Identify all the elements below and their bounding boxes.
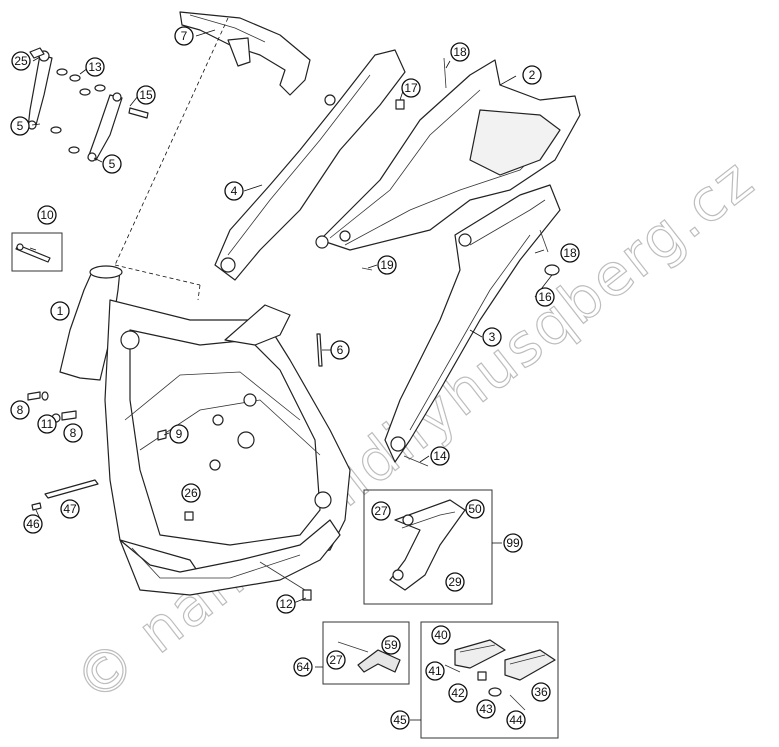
svg-text:18: 18 <box>453 45 467 59</box>
svg-text:46: 46 <box>26 517 40 531</box>
engine-mount-brackets <box>27 47 149 162</box>
svg-text:25: 25 <box>14 54 28 68</box>
callout-10: 10 <box>37 205 57 225</box>
callout-7: 7 <box>174 26 194 46</box>
svg-text:43: 43 <box>479 702 493 716</box>
callout-59: 59 <box>381 635 401 655</box>
callout-36: 36 <box>531 682 551 702</box>
callout-4: 4 <box>224 181 244 201</box>
svg-text:6: 6 <box>337 343 344 357</box>
svg-text:4: 4 <box>231 184 238 198</box>
svg-text:14: 14 <box>433 449 447 463</box>
callout-3: 3 <box>482 327 502 347</box>
callout-17: 17 <box>401 78 421 98</box>
svg-text:26: 26 <box>184 486 198 500</box>
main-frame <box>59 265 351 596</box>
svg-text:41: 41 <box>428 664 442 678</box>
part-10-box <box>11 232 63 272</box>
frame-side-plate-left <box>214 49 406 281</box>
callout-18a: 18 <box>450 42 470 62</box>
svg-text:27: 27 <box>374 504 388 518</box>
frame-side-plate-right <box>384 184 561 463</box>
svg-text:27: 27 <box>329 653 343 667</box>
callout-8a: 8 <box>10 400 30 420</box>
svg-text:99: 99 <box>506 536 520 550</box>
svg-text:13: 13 <box>88 60 102 74</box>
callout-9: 9 <box>169 424 189 444</box>
svg-text:17: 17 <box>404 81 418 95</box>
callout-15: 15 <box>136 85 156 105</box>
svg-text:45: 45 <box>393 713 407 727</box>
svg-text:15: 15 <box>139 88 153 102</box>
callout-2: 2 <box>522 65 542 85</box>
small-hardware <box>27 57 560 601</box>
svg-text:8: 8 <box>17 403 24 417</box>
callout-26: 26 <box>181 483 201 503</box>
svg-text:44: 44 <box>509 713 523 727</box>
callout-13: 13 <box>85 57 105 77</box>
svg-text:5: 5 <box>109 157 116 171</box>
svg-text:47: 47 <box>63 502 77 516</box>
callout-12: 12 <box>276 594 296 614</box>
callout-45: 45 <box>390 710 410 730</box>
callout-47: 47 <box>60 499 80 519</box>
callout-16: 16 <box>535 287 555 307</box>
callout-25: 25 <box>11 51 31 71</box>
svg-text:19: 19 <box>380 258 394 272</box>
callout-40: 40 <box>431 625 451 645</box>
assembly-45-box <box>420 621 559 739</box>
callout-44: 44 <box>506 710 526 730</box>
assembly-64-box <box>322 621 410 685</box>
callout-19: 19 <box>377 255 397 275</box>
svg-text:29: 29 <box>448 575 462 589</box>
reference-lines <box>114 17 229 301</box>
callout-6: 6 <box>330 340 350 360</box>
callout-18b: 18 <box>560 243 580 263</box>
svg-text:42: 42 <box>451 686 465 700</box>
svg-text:16: 16 <box>538 290 552 304</box>
callout-46: 46 <box>23 514 43 534</box>
svg-text:36: 36 <box>534 685 548 699</box>
callout-64: 64 <box>293 657 313 677</box>
callout-27a: 27 <box>371 501 391 521</box>
svg-text:8: 8 <box>70 426 77 440</box>
svg-text:7: 7 <box>181 29 188 43</box>
svg-text:50: 50 <box>468 502 482 516</box>
svg-text:5: 5 <box>17 119 24 133</box>
svg-text:59: 59 <box>384 638 398 652</box>
svg-text:9: 9 <box>176 427 183 441</box>
svg-text:10: 10 <box>40 208 54 222</box>
callout-42: 42 <box>448 683 468 703</box>
callout-41: 41 <box>425 661 445 681</box>
subframe <box>315 59 581 251</box>
callout-27b: 27 <box>326 650 346 670</box>
svg-text:64: 64 <box>296 660 310 674</box>
svg-text:40: 40 <box>434 628 448 642</box>
svg-text:3: 3 <box>489 330 496 344</box>
svg-text:2: 2 <box>529 68 536 82</box>
svg-text:12: 12 <box>279 597 293 611</box>
top-bracket <box>179 11 311 96</box>
svg-text:18: 18 <box>563 246 577 260</box>
callout-1: 1 <box>50 301 70 321</box>
callout-43: 43 <box>476 699 496 719</box>
svg-text:1: 1 <box>57 304 64 318</box>
svg-text:11: 11 <box>41 417 54 431</box>
callout-99: 99 <box>503 533 523 553</box>
callout-8b: 8 <box>63 423 83 443</box>
callout-5a: 5 <box>10 116 30 136</box>
assembly-99-box <box>363 489 493 605</box>
callout-50: 50 <box>465 499 485 519</box>
callout-5b: 5 <box>102 154 122 174</box>
callout-14: 14 <box>430 446 450 466</box>
callout-11: 11 <box>37 414 57 434</box>
callout-29: 29 <box>445 572 465 592</box>
